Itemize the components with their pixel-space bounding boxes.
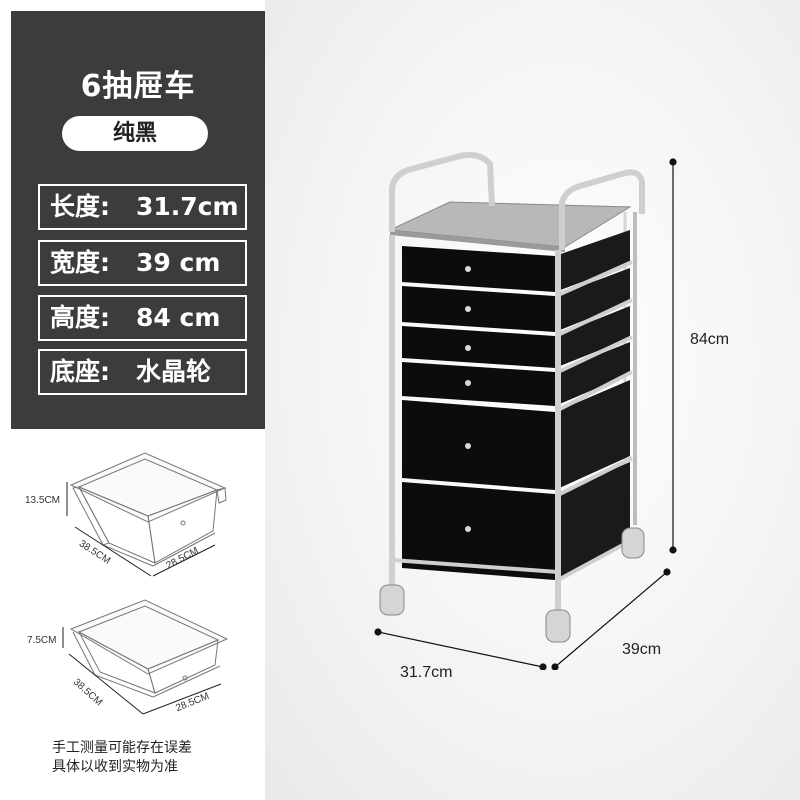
spec-panel: 6抽屉车 纯黑 长度: 31.7cm 宽度: 39 cm 高度: 84 cm 底…: [11, 11, 265, 429]
drawer-stack: [402, 230, 630, 580]
spec-height: 高度: 84 cm: [38, 295, 247, 341]
spec-base: 底座: 水晶轮: [38, 349, 247, 395]
deep-tray-diagram: 13.5CM 38.5CM 28.5CM: [15, 445, 265, 595]
color-badge: 纯黑: [62, 116, 208, 151]
shallow-tray-diagram: 7.5CM 38.5CM 28.5CM: [15, 592, 265, 742]
shallow-tray-height-label: 7.5CM: [27, 635, 57, 646]
spec-value: 84 cm: [136, 303, 221, 332]
note-line: 手工测量可能存在误差: [52, 740, 192, 756]
note-line: 具体以收到实物为准: [52, 759, 178, 775]
spec-label: 底座:: [50, 357, 110, 386]
deep-tray-height-label: 13.5CM: [25, 495, 61, 506]
deep-tray-drawing: [66, 452, 227, 577]
spec-length: 长度: 31.7cm: [38, 184, 247, 230]
spec-value: 水晶轮: [136, 357, 212, 386]
shallow-tray-drawing: [62, 599, 229, 715]
spec-label: 高度:: [50, 303, 110, 332]
spec-value: 39 cm: [136, 248, 221, 277]
spec-width: 宽度: 39 cm: [38, 240, 247, 286]
drawer-cart-image: [374, 152, 677, 670]
spec-label: 长度:: [50, 192, 110, 221]
spec-label: 宽度:: [50, 248, 110, 277]
product-depth-label: 39cm: [622, 641, 662, 658]
measurement-note: 手工测量可能存在误差 具体以收到实物为准: [52, 739, 192, 777]
product-length-label: 31.7cm: [400, 664, 453, 681]
product-height-label: 84cm: [690, 331, 730, 348]
spec-value: 31.7cm: [136, 192, 239, 221]
product-title: 6抽屉车: [80, 69, 196, 104]
